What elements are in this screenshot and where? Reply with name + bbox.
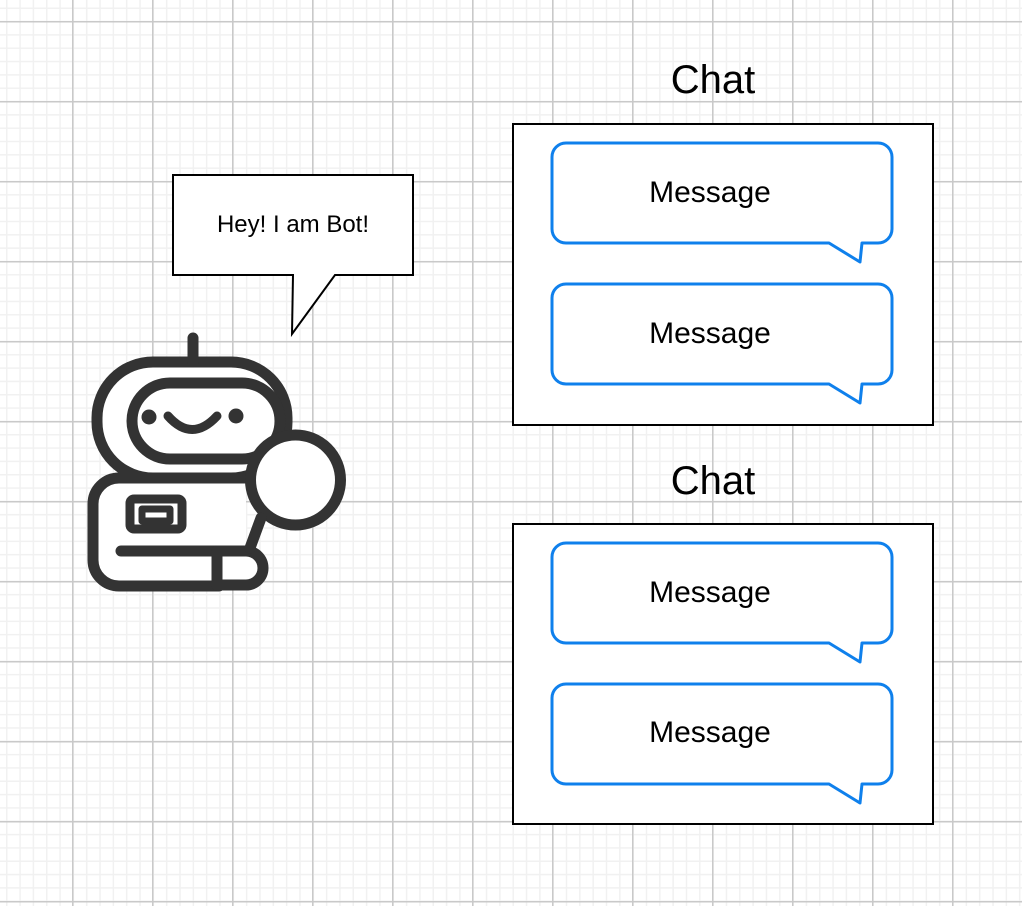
message-bubble-3[interactable]: [550, 541, 894, 664]
robot-pocket-outer: [125, 494, 187, 534]
robot-body: [87, 472, 252, 592]
magnifier-icon: [245, 429, 346, 531]
message-bubble-2[interactable]: [550, 282, 894, 405]
robot-icon[interactable]: [87, 332, 346, 592]
robot-smile: [163, 411, 222, 434]
robot-foot: [211, 545, 269, 591]
speech-callout-shape[interactable]: [172, 174, 414, 338]
robot-eye-right: [228, 408, 244, 424]
robot-pocket-inner: [138, 505, 174, 525]
message-bubble-4[interactable]: [550, 682, 894, 805]
magnifier-handle: [244, 512, 267, 554]
message-bubble-1[interactable]: [550, 141, 894, 264]
robot-eye-left: [141, 409, 157, 425]
